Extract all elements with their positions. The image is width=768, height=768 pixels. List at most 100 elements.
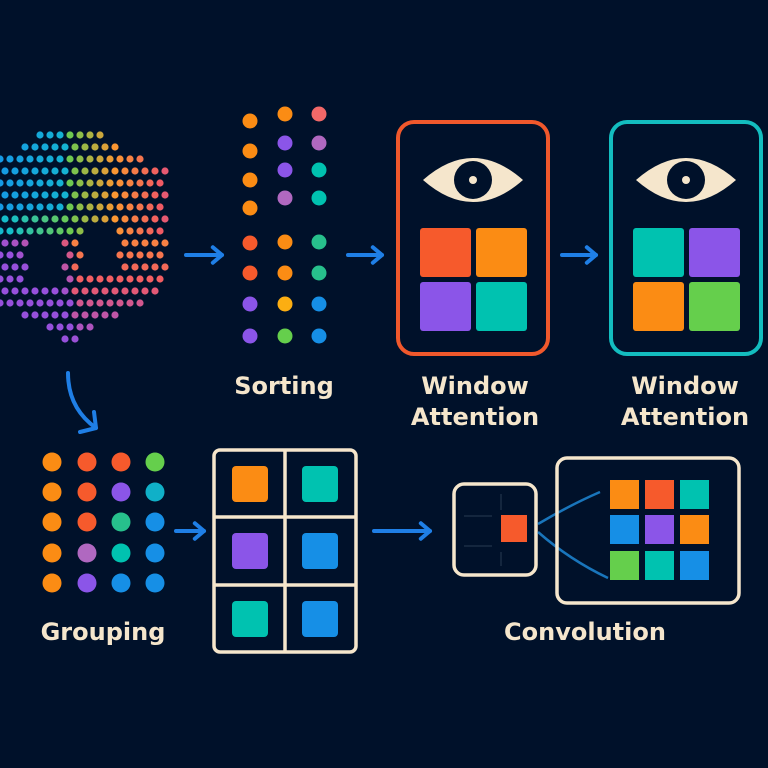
grouping-dot (77, 543, 97, 563)
cube-dot (1, 167, 9, 175)
attention-cell (420, 228, 471, 277)
cube-dot (0, 275, 4, 283)
cube-dot (101, 191, 109, 199)
cube-dot (81, 143, 89, 151)
cube-dot (151, 215, 159, 223)
cube-dot (16, 227, 24, 235)
cube-dot (0, 299, 4, 307)
cube-dot (1, 191, 9, 199)
cube-dot (91, 287, 99, 295)
cube-dot (41, 311, 49, 319)
cube-dot (26, 227, 34, 235)
cube-dot (41, 143, 49, 151)
cube-dot (76, 155, 84, 163)
cube-dot (46, 323, 54, 331)
arrow-to-window-attention-1-icon (370, 245, 384, 265)
cube-dot (76, 131, 84, 139)
sorting-dot (311, 135, 327, 151)
cube-dot (11, 167, 19, 175)
cube-dot (61, 215, 69, 223)
cube-dot (1, 239, 9, 247)
cube-dot (141, 167, 149, 175)
cube-dot (86, 323, 94, 331)
cube-dot (61, 335, 69, 343)
cube-dot (76, 203, 84, 211)
kernel-center-cell (501, 515, 527, 542)
cube-dot (16, 155, 24, 163)
cube-dot (91, 167, 99, 175)
cube-dot (161, 191, 169, 199)
cube-dot (121, 239, 129, 247)
cube-dot (151, 263, 159, 271)
window-attention-1-label-line2: Attention (410, 403, 540, 431)
cube-dot (16, 299, 24, 307)
feature-cell (680, 551, 709, 580)
cube-dot (81, 287, 89, 295)
sorting-dot (242, 328, 258, 344)
cube-dot (161, 239, 169, 247)
cube-dot (56, 179, 64, 187)
window-attention-2-panel (609, 120, 763, 356)
sorting-dot (311, 106, 327, 122)
cube-dot (116, 227, 124, 235)
grouping-dot (42, 573, 62, 593)
cube-dot (31, 167, 39, 175)
cube-dot (136, 275, 144, 283)
cube-dot (1, 287, 9, 295)
grouping-dot (77, 452, 97, 472)
cube-dot (121, 167, 129, 175)
arrow-to-grouping-icon (78, 410, 98, 434)
cube-dot (116, 155, 124, 163)
group-cell (302, 466, 338, 502)
grouping-dot (42, 452, 62, 472)
cube-dot (136, 155, 144, 163)
cube-dot (81, 167, 89, 175)
cube-dot (71, 191, 79, 199)
cube-dot (161, 263, 169, 271)
cube-dot (111, 143, 119, 151)
cube-dot (26, 155, 34, 163)
group-cell (232, 466, 268, 502)
sorting-dots (242, 106, 327, 344)
grouping-dot (111, 543, 131, 563)
cube-dot (46, 179, 54, 187)
cube-dot (21, 239, 29, 247)
cube-dot (101, 167, 109, 175)
cube-dot (6, 203, 14, 211)
cube-dot (41, 215, 49, 223)
cube-dot (66, 227, 74, 235)
cube-dot (111, 191, 119, 199)
kernel-frame (452, 482, 538, 577)
grouping-dot (42, 543, 62, 563)
grouping-dot (77, 482, 97, 502)
cube-dot (106, 203, 114, 211)
cube-dot (36, 155, 44, 163)
cube-dot (41, 191, 49, 199)
cube-dot (51, 143, 59, 151)
cube-dot (126, 251, 134, 259)
arrow-to-sorting-icon (210, 245, 224, 265)
cube-dot (76, 227, 84, 235)
grouping-dot (145, 482, 165, 502)
cube-dot (31, 287, 39, 295)
cube-dot (26, 179, 34, 187)
cube-dot (131, 239, 139, 247)
eye-highlight (469, 176, 477, 184)
cube-dot (46, 131, 54, 139)
cube-dot (161, 167, 169, 175)
cube-dot (11, 239, 19, 247)
cube-dot (16, 251, 24, 259)
projection-line (537, 490, 601, 526)
cube-dot (0, 203, 4, 211)
window-attention-2-label-line2: Attention (620, 403, 750, 431)
grouping-table (212, 448, 358, 654)
grouping-dot (42, 482, 62, 502)
cube-dot (1, 263, 9, 271)
sorting-dot (242, 200, 258, 216)
cube-dot (66, 275, 74, 283)
cube-dot (151, 287, 159, 295)
window-attention-1-panel (396, 120, 550, 356)
grouping-dot (145, 512, 165, 532)
cube-dot (51, 311, 59, 319)
